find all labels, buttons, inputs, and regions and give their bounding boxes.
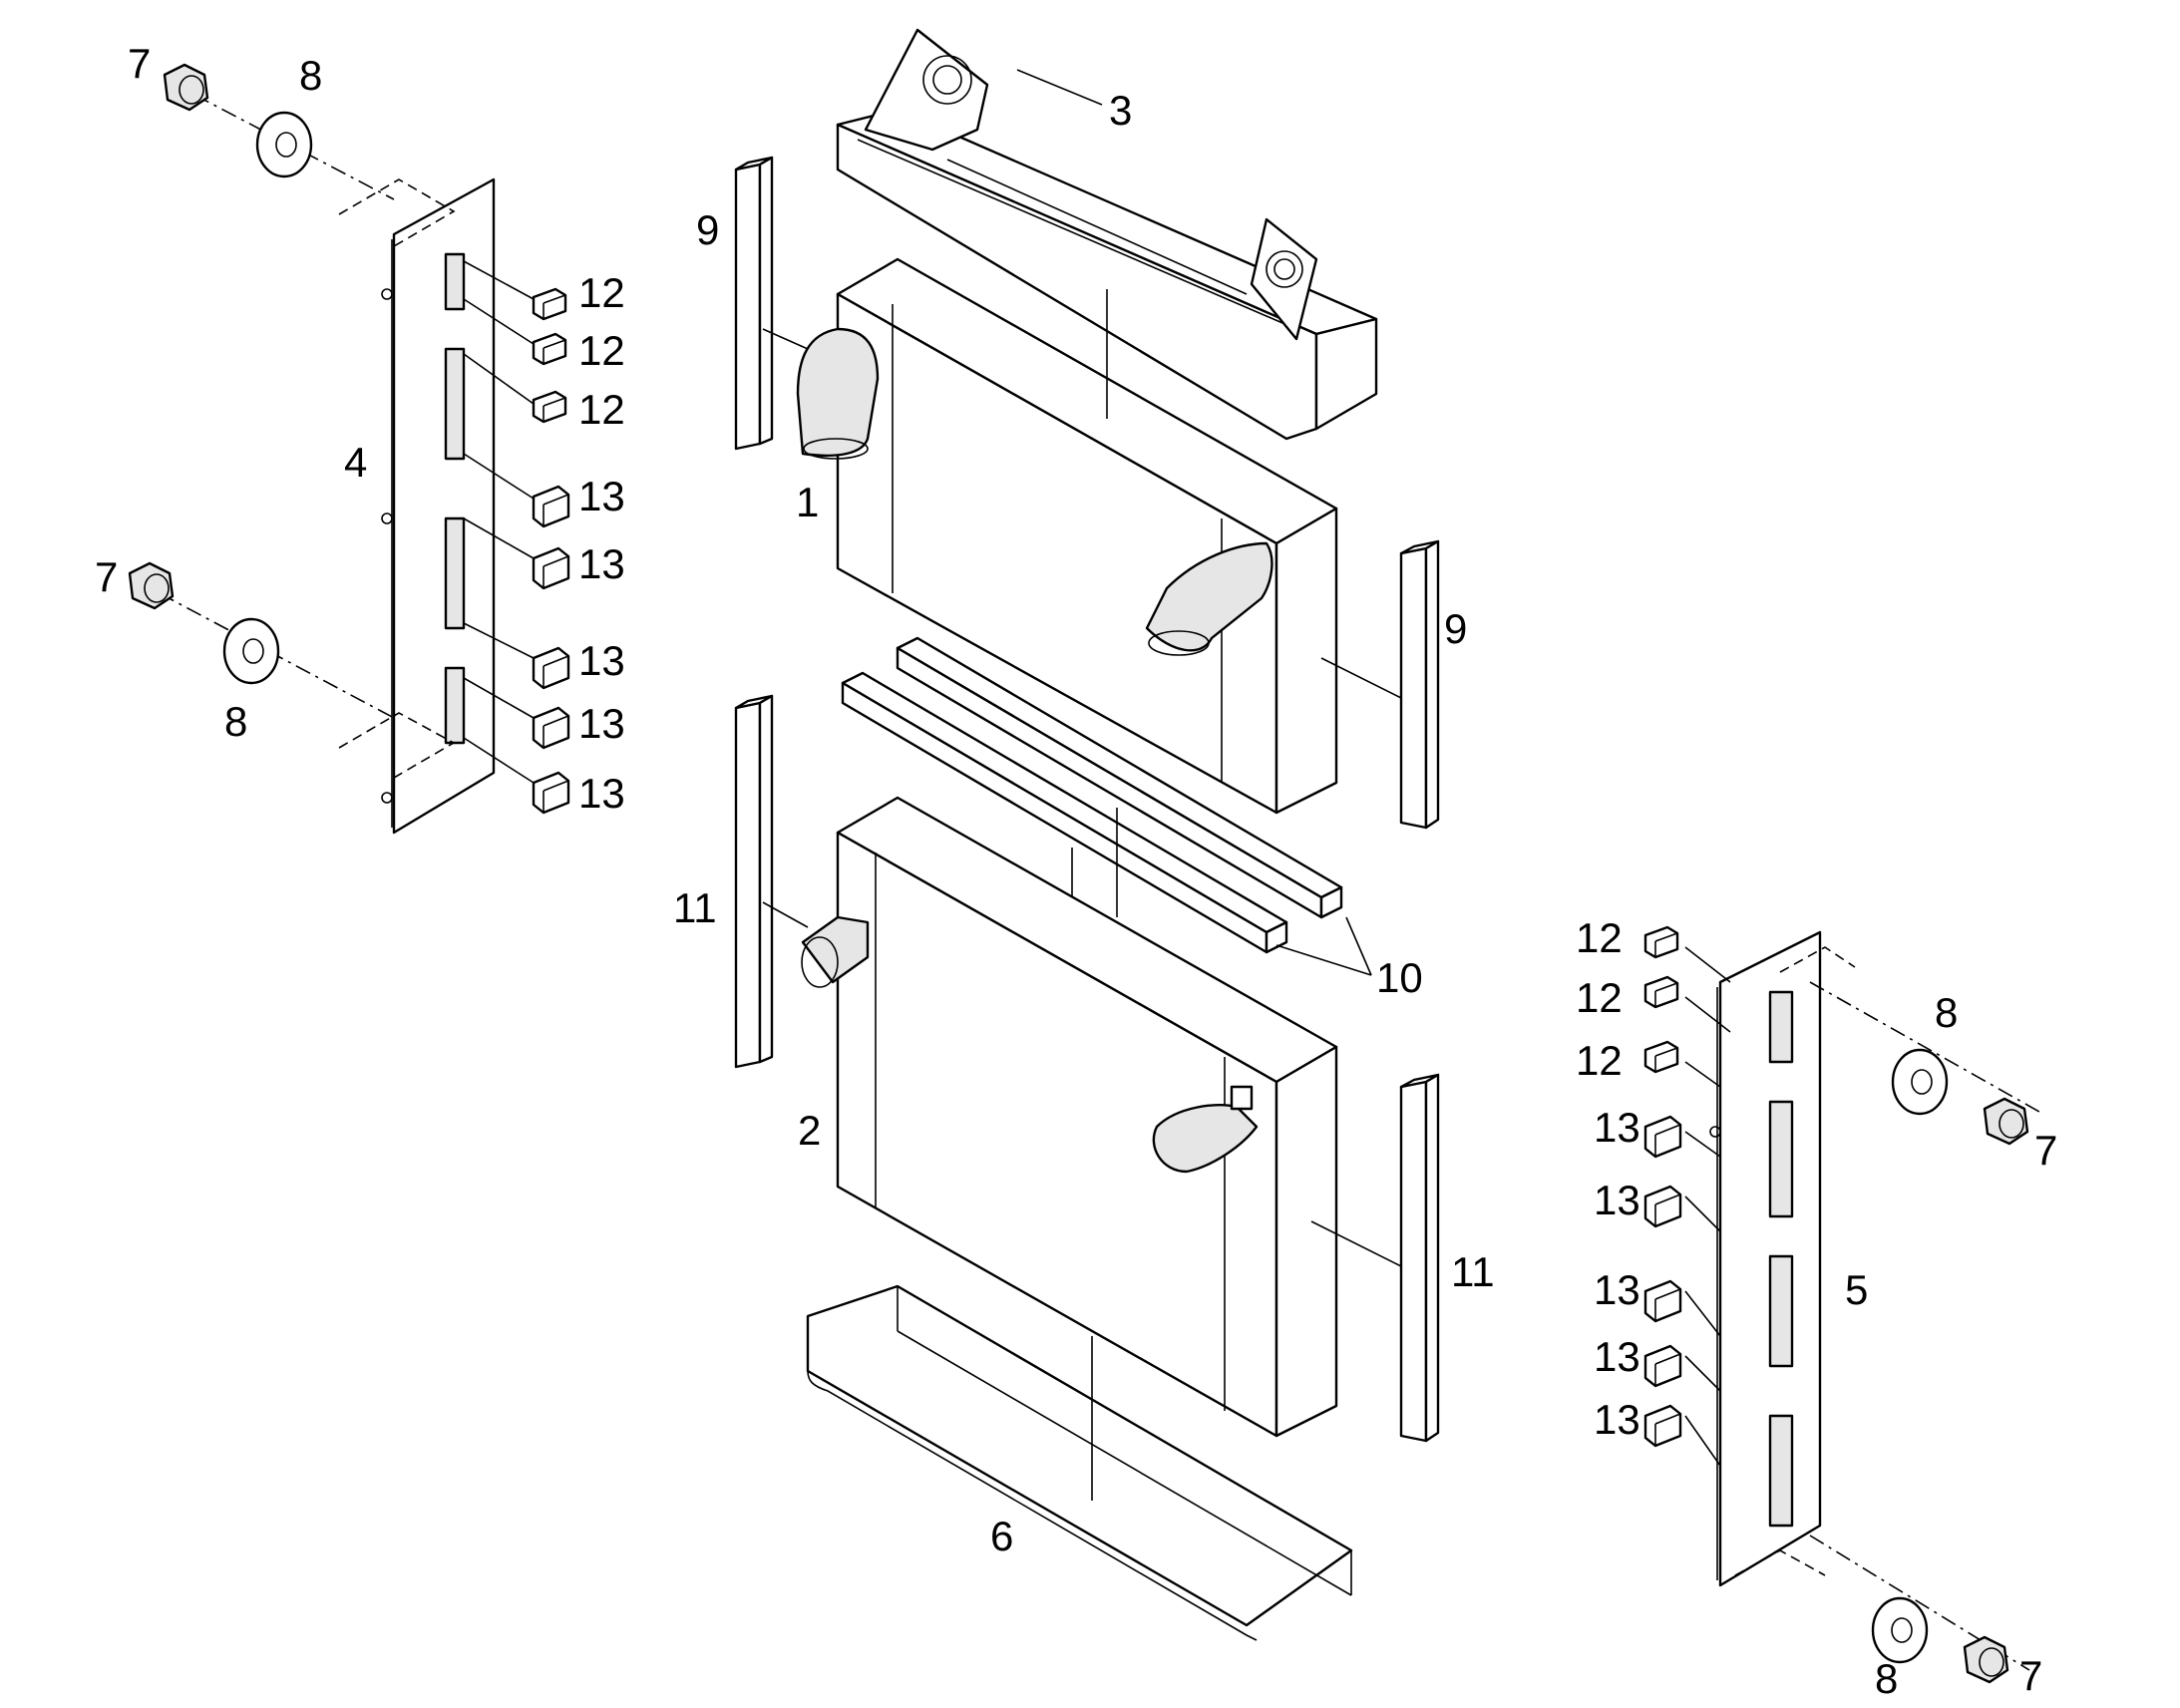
callout-10: 10 (1376, 954, 1423, 1001)
lower-tray-part-6 (806, 1284, 1353, 1641)
nut-washer-set-right-top (1809, 981, 2040, 1146)
callout-13: 13 (578, 637, 625, 684)
callout-13: 13 (578, 770, 625, 817)
callout-5: 5 (1845, 1266, 1868, 1313)
callout-12: 12 (1576, 974, 1623, 1021)
callout-12: 12 (578, 327, 625, 374)
block-part-12-right-group (1643, 925, 1679, 1074)
callout-13: 13 (1594, 1104, 1640, 1151)
callout-3: 3 (1109, 87, 1132, 134)
upper-cooler-part-1 (796, 257, 1338, 815)
callout-13: 13 (578, 473, 625, 519)
block-part-13-right-group (1643, 1115, 1682, 1448)
callout-13: 13 (1594, 1396, 1640, 1443)
callout-13: 13 (578, 540, 625, 587)
callout-11: 11 (1451, 1248, 1495, 1295)
callout-12: 12 (578, 269, 625, 316)
right-side-plate-part-5 (1684, 930, 1856, 1587)
nut-washer-set-mid-left (128, 561, 395, 719)
callout-12: 12 (1576, 914, 1623, 961)
callout-13: 13 (1594, 1177, 1640, 1223)
callout-8: 8 (224, 698, 247, 745)
callout-1: 1 (796, 479, 819, 525)
callout-12: 12 (578, 386, 625, 433)
left-side-plate-part-4 (338, 177, 535, 835)
callout-8: 8 (1875, 1655, 1898, 1702)
callout-7: 7 (2034, 1127, 2057, 1174)
strip-part-11-left (734, 694, 809, 1069)
callout-13: 13 (1594, 1333, 1640, 1380)
callout-12: 12 (1576, 1037, 1623, 1084)
callout-8: 8 (1935, 989, 1958, 1036)
callout-8: 8 (299, 52, 322, 99)
bar-part-10 (841, 636, 1372, 976)
nut-washer-set-top-left (163, 63, 395, 200)
strip-part-11-right (1399, 1073, 1440, 1443)
callout-11: 11 (673, 884, 717, 931)
callout-7: 7 (128, 40, 151, 87)
callout-13: 13 (1594, 1266, 1640, 1313)
callout-9: 9 (1444, 605, 1467, 652)
lower-radiator-part-2 (801, 796, 1402, 1438)
callout-9: 9 (696, 206, 719, 253)
strip-part-9-left (734, 156, 809, 451)
callout-7: 7 (2019, 1652, 2042, 1699)
callout-13: 13 (578, 700, 625, 747)
callout-2: 2 (798, 1107, 821, 1154)
callout-6: 6 (990, 1513, 1013, 1559)
strip-part-9-right (1320, 539, 1440, 830)
nut-washer-set-right-bottom (1809, 1535, 2030, 1684)
top-bracket-part-3 (836, 28, 1378, 441)
block-part-13-left-group (532, 485, 570, 815)
callout-7: 7 (95, 553, 118, 600)
callout-labels: 7 8 3 9 12 12 12 4 13 1 7 13 9 13 8 13 1… (95, 40, 2057, 1702)
block-part-12-left-group (532, 287, 567, 424)
callout-4: 4 (344, 439, 367, 486)
